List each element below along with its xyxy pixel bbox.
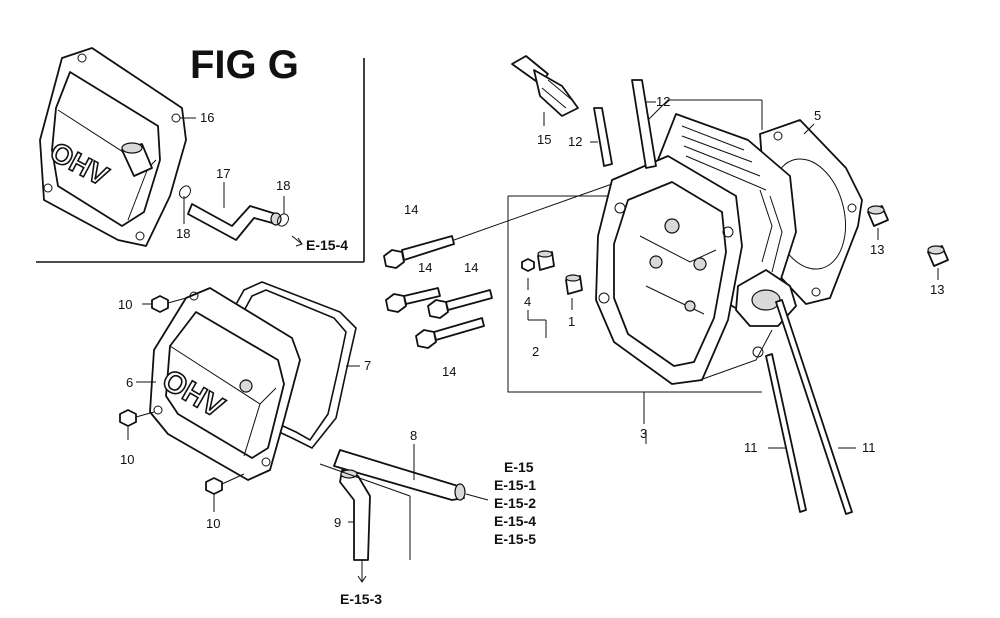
callout-4: 4 — [524, 294, 531, 309]
callout-8: 8 — [410, 428, 417, 443]
head-bolts-14 — [383, 183, 613, 349]
reference-hose-9: E-15-3 — [340, 591, 382, 607]
inset-valve-cover: OHV — [39, 47, 187, 247]
studs-12 — [590, 79, 657, 169]
callout-2: 2 — [532, 344, 539, 359]
plugs-13 — [867, 205, 949, 280]
inset-frame — [36, 58, 365, 263]
reference-list: E-15 E-15-1 E-15-2 E-15-4 E-15-5 — [494, 459, 536, 547]
callout-18-left: 18 — [176, 226, 190, 241]
callout-3: 3 — [640, 426, 647, 441]
callout-12-side: 12 — [568, 134, 582, 149]
reference-item: E-15-2 — [494, 495, 536, 511]
callout-14-a: 14 — [418, 260, 432, 275]
reference-item: E-15-5 — [494, 531, 536, 547]
reference-item: E-15-1 — [494, 477, 536, 493]
callout-15: 15 — [537, 132, 551, 147]
spark-plug — [511, 55, 579, 126]
callout-13-b: 13 — [930, 282, 944, 297]
callout-14-long: 14 — [404, 202, 418, 217]
dowels — [521, 250, 583, 338]
cover-bolts — [119, 295, 245, 495]
callout-16: 16 — [200, 110, 214, 125]
callout-9: 9 — [334, 515, 341, 530]
reference-inset: E-15-4 — [306, 237, 348, 253]
callout-6: 6 — [126, 375, 133, 390]
main-valve-cover: OHV — [149, 287, 301, 481]
breather-hoses — [319, 449, 489, 583]
callout-14-c: 14 — [442, 364, 456, 379]
callout-10-top: 10 — [118, 297, 132, 312]
callout-14-b: 14 — [464, 260, 478, 275]
reference-item: E-15-4 — [494, 513, 536, 529]
callout-1: 1 — [568, 314, 575, 329]
push-rods — [765, 299, 856, 515]
callout-17: 17 — [216, 166, 230, 181]
inset-breather-hose — [187, 203, 282, 241]
reference-item: E-15 — [504, 459, 534, 475]
inset-hose-clips — [179, 185, 289, 227]
cylinder-head — [595, 113, 797, 385]
callout-11-left: 11 — [744, 440, 758, 455]
callout-13-a: 13 — [870, 242, 884, 257]
callout-5: 5 — [814, 108, 821, 123]
callout-10-mid: 10 — [120, 452, 134, 467]
callout-10-bottom: 10 — [206, 516, 220, 531]
callout-11-right: 11 — [862, 440, 876, 455]
figure-title: FIG G — [190, 43, 299, 87]
callout-7: 7 — [364, 358, 371, 373]
callout-12-top: 12 — [656, 94, 670, 109]
callout-18-right: 18 — [276, 178, 290, 193]
